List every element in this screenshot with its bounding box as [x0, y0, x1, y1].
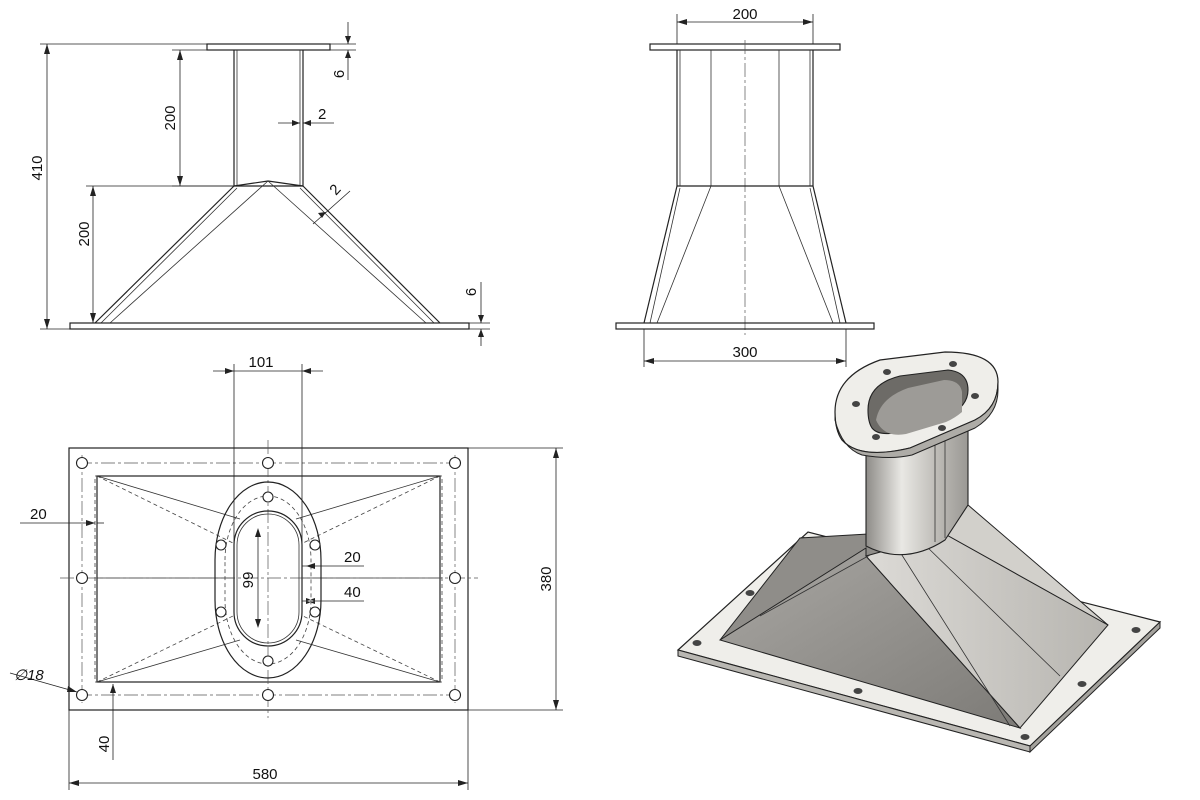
dim-inner-offset: 20 — [30, 506, 47, 523]
flange-hole — [75, 688, 89, 702]
dim-neck-hole-offset: 40 — [344, 584, 361, 601]
dim-wall-cone: 2 — [326, 181, 344, 199]
top-slot — [233, 510, 303, 647]
dim-height-upper: 200 — [162, 105, 179, 130]
front-view: 410 200 200 6 2 2 6 — [29, 22, 490, 346]
neck-hole — [309, 606, 321, 618]
flange-hole — [261, 456, 275, 470]
dim-height-total: 410 — [29, 155, 46, 180]
front-top-flange — [206, 43, 331, 51]
flange-hole — [75, 571, 89, 585]
dim-wall-neck: 2 — [318, 106, 326, 123]
iso-view — [676, 351, 1162, 754]
dim-top-width: 200 — [732, 6, 757, 23]
dim-flange-bottom: 6 — [463, 288, 480, 296]
flange-hole — [448, 688, 462, 702]
iso-top-flange-holes — [852, 361, 979, 440]
side-bottom-flange — [615, 322, 875, 330]
dim-slot-length: 99 — [240, 572, 257, 589]
dim-neck-offset: 20 — [344, 549, 361, 566]
dim-top-width-580: 580 — [252, 766, 277, 783]
front-bottom-flange — [69, 322, 470, 330]
dim-hole-dia: ∅18 — [14, 667, 44, 684]
dim-top-height: 380 — [538, 566, 555, 591]
front-cone-seams — [109, 180, 427, 324]
top-view: 101 99 20 20 40 380 580 40 — [9, 354, 563, 790]
dim-flange-top: 6 — [331, 70, 348, 78]
neck-hole — [262, 491, 274, 503]
dim-bottom-width: 300 — [732, 344, 757, 361]
flange-hole — [75, 456, 89, 470]
neck-hole — [262, 655, 274, 667]
front-cone-inner — [100, 187, 435, 324]
side-view: 200 300 — [615, 6, 875, 367]
neck-hole — [309, 539, 321, 551]
flange-hole — [448, 571, 462, 585]
neck-hole — [215, 606, 227, 618]
top-cone-base — [96, 475, 441, 683]
flange-hole — [448, 456, 462, 470]
flange-hole — [261, 688, 275, 702]
dim-slot-width: 101 — [248, 354, 273, 371]
neck-hole — [215, 539, 227, 551]
dim-edge-offset: 40 — [96, 736, 113, 753]
front-cone-outer — [94, 185, 441, 324]
dim-height-lower: 200 — [76, 221, 93, 246]
top-outer-flange — [68, 447, 469, 711]
top-neck-flange — [214, 481, 322, 679]
